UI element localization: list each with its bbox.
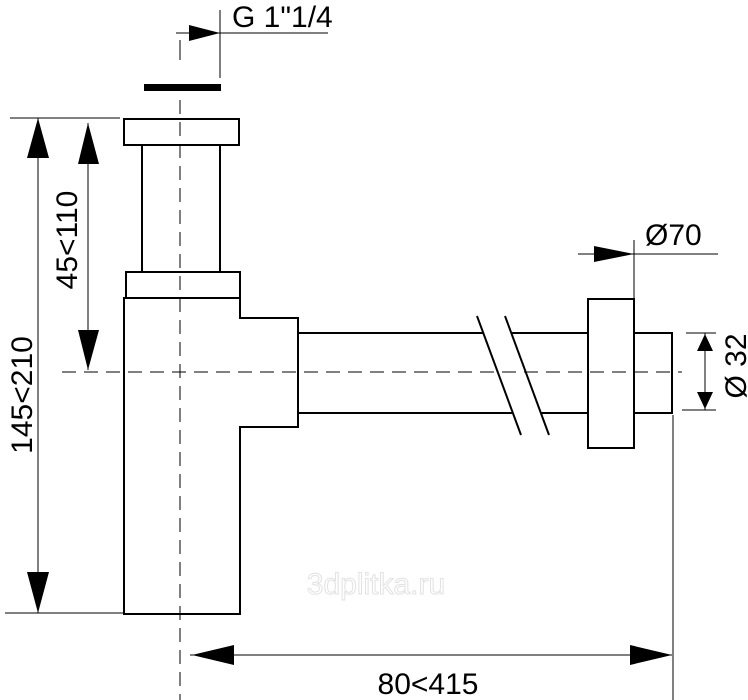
break-line: [476, 315, 522, 436]
flange-diameter-dimension: Ø70: [578, 219, 718, 299]
outlet-pipe: [298, 298, 673, 449]
inlet-height-dimension: 45<110: [51, 123, 99, 370]
thread-dimension: G 1"1/4: [176, 1, 333, 78]
watermark: 3dplitka.ru: [307, 568, 445, 601]
horizontal-length-dimension: 80<415: [190, 415, 674, 700]
bottle-body: [123, 297, 299, 615]
top-cap: [123, 118, 240, 146]
break-line: [504, 315, 550, 436]
total-height-dimension: 145<210: [5, 117, 124, 614]
pipe-diameter-label: Ø 32: [720, 333, 748, 398]
thread-label: G 1"1/4: [232, 1, 333, 34]
inlet-height-label: 45<110: [51, 191, 84, 290]
inlet-stem: [141, 144, 221, 273]
pipe-end: [633, 332, 673, 414]
horizontal-length-label: 80<415: [378, 668, 479, 700]
drain-plate: [144, 84, 221, 91]
trap-body: [123, 118, 299, 615]
flange-diameter-label: Ø70: [645, 219, 702, 252]
lower-cap: [125, 271, 241, 299]
total-height-label: 145<210: [6, 336, 39, 454]
wall-flange: [587, 298, 635, 449]
pipe-diameter-dimension: Ø 32: [682, 332, 748, 411]
